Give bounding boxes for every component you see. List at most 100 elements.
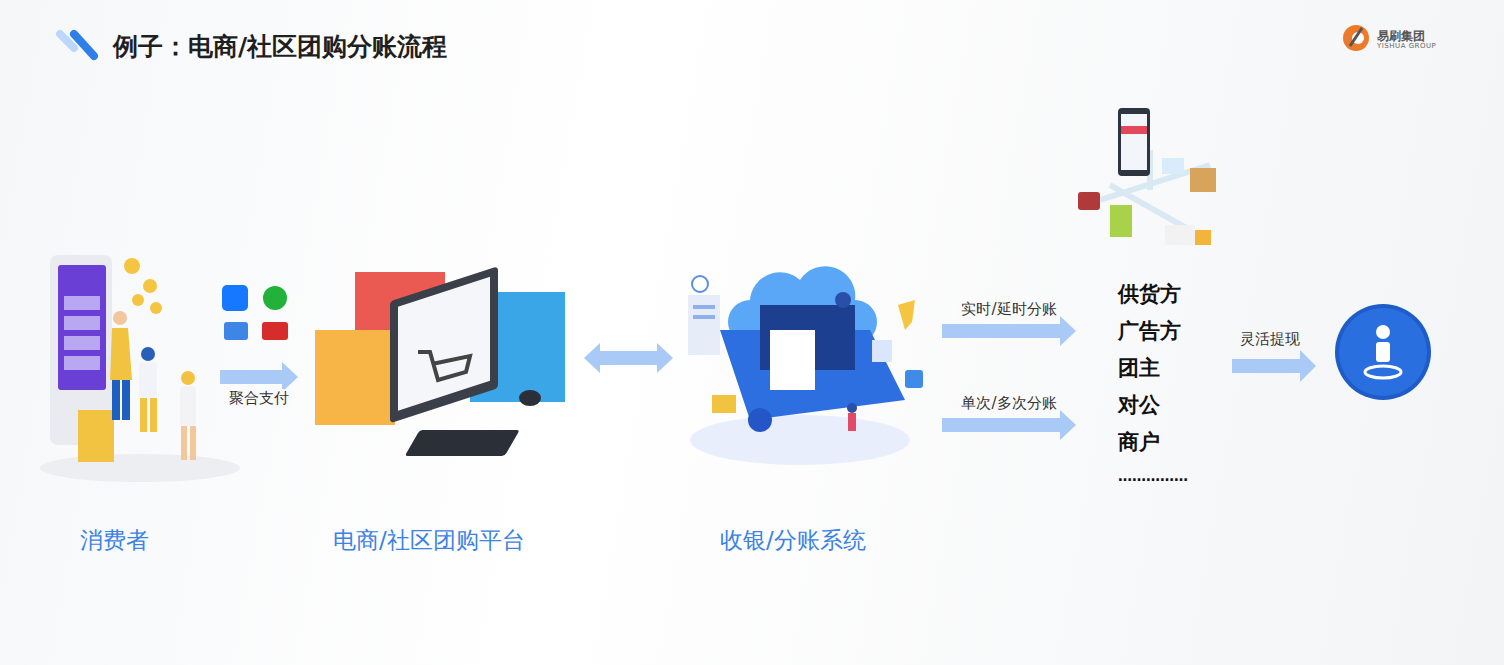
drawing-part [64, 356, 100, 370]
drawing-part [112, 380, 120, 420]
drawing-part [1060, 410, 1076, 440]
drawing-part [113, 311, 127, 325]
drawing-part [398, 277, 490, 411]
stage-caption: 电商/社区团购平台 [333, 525, 525, 556]
payee-item: 对公 [1118, 387, 1188, 424]
drawing-part [1162, 158, 1184, 174]
stage-node: 消费者 [40, 250, 218, 560]
drawing-part [64, 316, 100, 330]
drawing-part [1121, 114, 1147, 170]
payee-item: 广告方 [1118, 313, 1188, 350]
drawing-part [150, 398, 157, 432]
drawing-part [898, 300, 915, 330]
drawing-part [1339, 308, 1427, 396]
drawing-part [390, 266, 498, 423]
platform-illustration [315, 266, 565, 456]
drawing-part [262, 322, 288, 340]
drawing-part [872, 340, 892, 362]
edge-label: 实时/延时分账 [958, 300, 1059, 319]
drawing-part [282, 362, 298, 392]
page-title: 例子：电商/社区团购分账流程 [113, 30, 447, 63]
drawing-part [1350, 28, 1362, 46]
drawing-part [181, 426, 187, 460]
flow-arrow [584, 343, 673, 373]
drawing-part [1365, 366, 1401, 378]
drawing-part [143, 279, 157, 293]
drawing-part [1195, 230, 1211, 245]
drawing-part [693, 315, 715, 319]
drawing-part [150, 302, 162, 314]
stage-node: 收银/分账系统 [675, 265, 940, 560]
drawing-part [40, 454, 240, 482]
drawing-part [1165, 225, 1195, 245]
stage-node: 电商/社区团购平台 [300, 265, 582, 560]
drawing-part [418, 352, 470, 380]
drawing-part [599, 351, 658, 365]
drawing-part [1110, 205, 1132, 237]
edge-label: 聚合支付 [226, 389, 292, 408]
payee-item: …………… [1118, 461, 1188, 491]
stage-caption: 消费者 [80, 525, 149, 556]
flow-arrow [220, 362, 298, 392]
drawing-part [190, 426, 196, 460]
drawing-part [748, 408, 772, 432]
drawing-part [263, 286, 287, 310]
payment-icons [222, 285, 288, 340]
drawing-part [848, 413, 856, 431]
drawing-part [315, 330, 395, 425]
drawing-part [1300, 350, 1316, 382]
drawing-part [1376, 325, 1390, 339]
drawing-part [847, 403, 857, 413]
drawing-part [692, 276, 708, 292]
edge-label: 单次/多次分账 [958, 394, 1059, 413]
drawing-part [140, 398, 147, 432]
drawing-part [220, 370, 283, 384]
drawing-part [770, 330, 815, 390]
drawing-part [942, 418, 1061, 432]
drawing-part [110, 328, 132, 380]
drawing-part [835, 292, 851, 308]
annotation-label: 灵活提现 [1240, 330, 1300, 349]
drawing-part [688, 295, 720, 355]
drawing-part [139, 362, 157, 398]
drawing-part [64, 336, 100, 350]
drawing-part [122, 380, 130, 420]
drawing-part [657, 343, 673, 373]
drawing-part [690, 415, 910, 465]
system-illustration [688, 266, 923, 465]
consumer-illustration [40, 255, 240, 482]
drawing-part [1060, 316, 1076, 346]
drawing-part [519, 390, 541, 406]
payee-item: 供货方 [1118, 276, 1188, 313]
drawing-part [222, 285, 248, 311]
annotation-label: YISHUA GROUP [1377, 42, 1436, 50]
drawing-part [905, 370, 923, 388]
drawing-part [584, 343, 600, 373]
shop-network-illustration [1078, 108, 1216, 245]
flow-arrow [942, 410, 1076, 440]
drawing-part [693, 305, 715, 309]
drawing-part [132, 294, 144, 306]
person-circle [1335, 304, 1431, 400]
drawing-part [1121, 126, 1147, 134]
drawing-part [1343, 25, 1369, 51]
drawing-part [720, 330, 905, 420]
drawing-part [141, 347, 155, 361]
drawing-part [1335, 304, 1431, 400]
drawing-part [1376, 342, 1390, 362]
drawing-part [181, 371, 195, 385]
drawing-part [58, 265, 106, 390]
drawing-part [124, 258, 140, 274]
payee-item: 团主 [1118, 350, 1188, 387]
drawing-part [1078, 192, 1100, 210]
flow-arrow [942, 316, 1076, 346]
drawing-part [224, 322, 248, 340]
title-icon [60, 34, 94, 56]
drawing-part [64, 296, 100, 310]
drawing-part [180, 386, 196, 426]
drawing-part [74, 34, 94, 56]
logo-mark [1343, 25, 1369, 51]
withdraw-arrow [1232, 350, 1316, 382]
drawing-part [712, 395, 736, 413]
drawing-part [1118, 108, 1150, 176]
